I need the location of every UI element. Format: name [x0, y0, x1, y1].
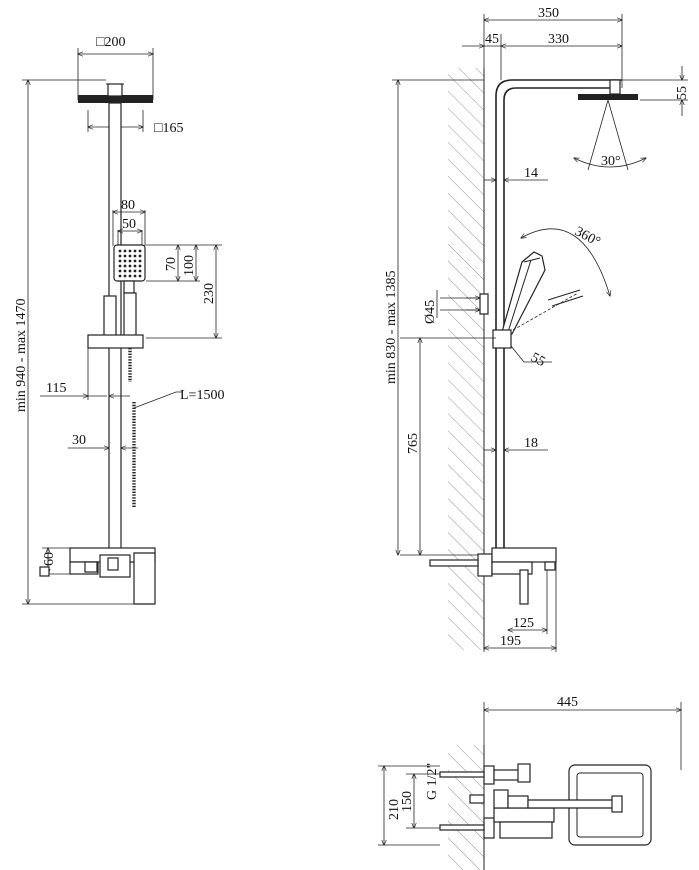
dim-hand-h230: 230	[202, 283, 217, 304]
dim-spout-125: 125	[513, 616, 534, 631]
dim-head-55: 55	[675, 86, 690, 100]
dim-hand-h100: 100	[182, 255, 197, 276]
dim-pipe-30: 30	[72, 433, 86, 448]
front-view: □200 □165 80 50	[14, 35, 224, 605]
dim-width-350: 350	[538, 6, 559, 21]
dim-hand-inner: 50	[122, 217, 136, 232]
dim-hose: L=1500	[180, 388, 224, 403]
dim-total-height: min 940 - max 1470	[14, 298, 29, 412]
dim-offset-115: 115	[46, 381, 66, 396]
dim-thread: G 1/2"	[425, 763, 440, 800]
dim-mixer-60: 60	[42, 552, 57, 566]
dim-head-size: □200	[96, 35, 125, 50]
mixer-side	[429, 547, 557, 605]
dim-diam-45: Ø45	[423, 300, 438, 324]
dim-wall-45: 45	[485, 32, 499, 47]
side-view: 350 45 330 55 30° 14 360°	[384, 6, 690, 652]
top-view: 445 210 150 G 1/2"	[378, 695, 681, 870]
dim-angle-30: 30°	[601, 154, 621, 169]
dim-height-range: min 830 - max 1385	[384, 270, 399, 384]
slider-holder	[87, 334, 144, 349]
dim-arm-330: 330	[548, 32, 569, 47]
dim-hand-h70: 70	[164, 257, 179, 271]
dim-rotation: 360°	[572, 224, 603, 250]
shower-head	[78, 95, 153, 103]
dim-bracket-55: 55	[528, 350, 547, 370]
dim-pipe-14: 14	[524, 166, 538, 181]
side-head	[578, 94, 638, 100]
top-wall-hatch	[448, 745, 484, 870]
hose	[128, 348, 136, 508]
dim-pipe-18: 18	[524, 436, 538, 451]
dim-spacing-150: 150	[400, 791, 415, 812]
side-hand-shower	[501, 251, 546, 335]
dim-height-765: 765	[406, 433, 421, 454]
dim-head-inner: □165	[154, 121, 183, 136]
dim-spout-195: 195	[500, 634, 521, 649]
wall-hatch	[448, 68, 484, 650]
dim-depth-210: 210	[387, 799, 402, 820]
dim-width-445: 445	[557, 695, 578, 710]
mixer-front	[69, 547, 156, 605]
side-pipe	[495, 79, 622, 555]
dim-hand-width: 80	[121, 198, 135, 213]
